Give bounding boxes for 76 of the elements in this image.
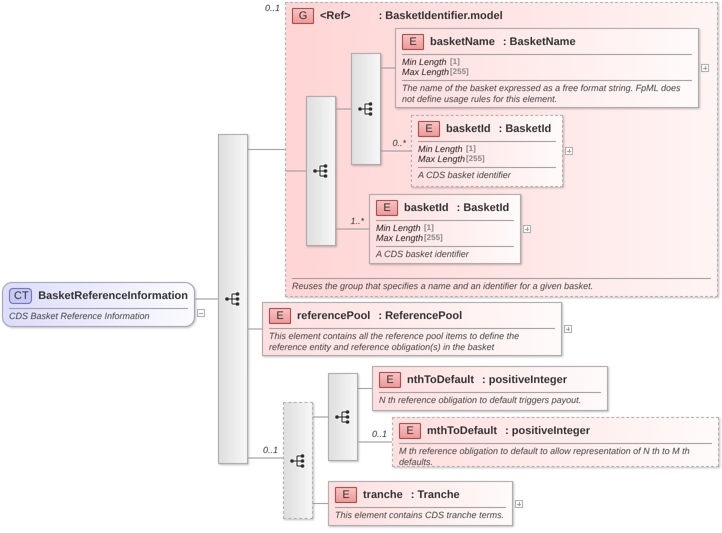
element-badge: E bbox=[376, 200, 398, 216]
element-badge: E bbox=[418, 121, 440, 137]
documentation-text: A CDS basket identifier bbox=[418, 170, 512, 181]
element-name: basketId bbox=[446, 123, 491, 135]
facet-name: Min Length bbox=[376, 223, 422, 233]
connector-line bbox=[358, 388, 372, 389]
element-badge: E bbox=[399, 423, 421, 439]
compositor-box bbox=[306, 96, 336, 246]
connector-line bbox=[312, 416, 328, 418]
documentation-text: CDS Basket Reference Information bbox=[9, 311, 151, 322]
edge-label: 1..* bbox=[350, 216, 364, 226]
facet-name: Min Length bbox=[418, 144, 464, 154]
documentation-text: This element contains CDS tranche terms. bbox=[335, 510, 506, 521]
edge-label: 0..1 bbox=[262, 445, 278, 455]
element-box bbox=[262, 302, 562, 356]
facet-name: Max Length bbox=[402, 67, 450, 77]
facet-value: [1] bbox=[466, 144, 477, 154]
element-box bbox=[369, 194, 521, 264]
documentation-text: The name of the basket expressed as a free format string. FpML does not define usage rules for this element. bbox=[402, 83, 682, 105]
documentation-text: M th reference obligation to default to allow representation of N th to M th defaults. bbox=[399, 446, 691, 468]
facet-name: Max Length bbox=[418, 154, 466, 164]
element-type: : BasketId bbox=[498, 123, 552, 135]
compositor-box bbox=[351, 53, 381, 165]
type-name: BasketReferenceInformation bbox=[38, 290, 188, 302]
facet-name: Max Length bbox=[376, 233, 424, 243]
element-name: mthToDefault bbox=[427, 425, 498, 437]
complex-type-box bbox=[2, 282, 195, 327]
connector-line bbox=[380, 150, 412, 152]
connector-line bbox=[336, 228, 370, 230]
complex-type-badge: CT bbox=[9, 288, 32, 304]
edge-label: 0..* bbox=[392, 138, 406, 148]
connector-line bbox=[336, 108, 352, 110]
element-name: nthToDefault bbox=[407, 374, 474, 386]
multiplicity-label: 0..1 bbox=[265, 3, 280, 13]
group-badge: G bbox=[292, 8, 314, 24]
element-badge: E bbox=[269, 308, 291, 324]
element-name: basketId bbox=[404, 202, 449, 214]
element-box bbox=[392, 417, 719, 467]
documentation-text: A CDS basket identifier bbox=[376, 249, 470, 260]
element-name: referencePool bbox=[297, 310, 370, 322]
group-ref: <Ref> bbox=[320, 10, 351, 22]
documentation-text: Reuses the group that specifies a name and an identifier for a given basket. bbox=[292, 281, 594, 292]
documentation-text: This element contains all the reference pool items to define the reference entity and reference obligation(s) in the basket bbox=[269, 331, 520, 353]
element-box bbox=[395, 28, 699, 108]
compositor-box bbox=[218, 134, 248, 464]
compositor-box bbox=[328, 373, 358, 461]
documentation-text: N th reference obligation to default triggers payout. bbox=[379, 395, 582, 406]
element-badge: E bbox=[379, 372, 401, 388]
element-type: : BasketId bbox=[456, 202, 510, 214]
element-type: : ReferencePool bbox=[378, 310, 462, 322]
element-box bbox=[411, 115, 563, 187]
element-badge: E bbox=[402, 34, 424, 50]
facet-value: [1] bbox=[450, 57, 461, 67]
element-type: : Tranche bbox=[410, 489, 460, 501]
element-badge: E bbox=[335, 487, 357, 503]
element-type: : positiveInteger bbox=[505, 425, 590, 437]
group-box bbox=[285, 2, 718, 297]
element-type: : positiveInteger bbox=[482, 374, 567, 386]
element-type: : BasketName bbox=[502, 36, 576, 48]
compositor-box bbox=[283, 402, 313, 519]
facet-name: Min Length bbox=[402, 57, 448, 67]
connector-line bbox=[248, 149, 286, 150]
element-name: basketName bbox=[430, 36, 495, 48]
facet-value: [255] bbox=[424, 233, 444, 243]
connector-line bbox=[194, 298, 218, 300]
facet-value: [1] bbox=[424, 223, 435, 233]
connector-line bbox=[312, 503, 328, 504]
connector-line bbox=[248, 328, 262, 330]
element-box bbox=[328, 481, 513, 526]
group-name: : BasketIdentifier.model bbox=[378, 10, 503, 22]
element-name: tranche bbox=[363, 489, 403, 501]
facet-value: [255] bbox=[450, 67, 470, 77]
element-box bbox=[372, 366, 608, 411]
edge-label: 0..1 bbox=[372, 429, 387, 439]
facet-value: [255] bbox=[466, 154, 486, 164]
connector-line bbox=[284, 170, 306, 172]
